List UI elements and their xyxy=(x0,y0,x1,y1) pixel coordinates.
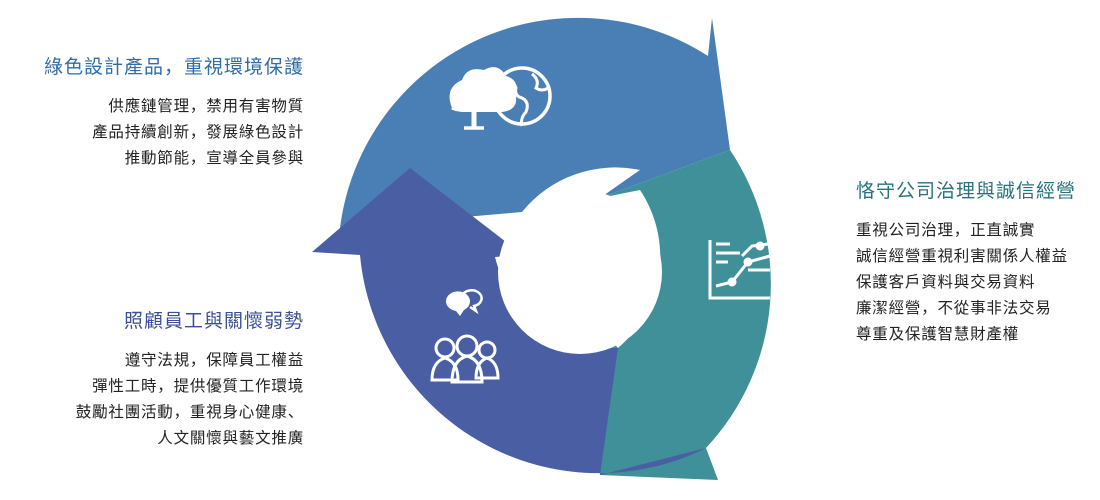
center-hole xyxy=(498,190,662,354)
governance-arrow xyxy=(580,150,771,480)
governance-line: 誠信經營重視利害關係人權益 xyxy=(856,247,1068,265)
governance-line: 廉潔經營，不從事非法交易 xyxy=(856,299,1052,317)
employees-heading: 照顧員工與關懷弱勢 xyxy=(123,310,304,332)
governance-heading: 恪守公司治理與誠信經營 xyxy=(856,180,1077,202)
rising-chart-icon xyxy=(708,240,771,300)
green-design-line: 產品持續創新，發展綠色設計 xyxy=(92,123,304,141)
green-design-line: 推動節能，宣導全員參與 xyxy=(124,149,304,167)
green-design-arrow xyxy=(340,17,730,228)
green-design-line: 供應鏈管理，禁用有害物質 xyxy=(108,97,304,115)
governance-line: 保護客戶資料與交易資料 xyxy=(856,273,1036,291)
employees-block: 照顧員工與關懷弱勢 遵守法規，保障員工權益 彈性工時，提供優質工作環境 鼓勵社團… xyxy=(20,306,304,451)
green-design-heading: 綠色設計產品，重視環境保護 xyxy=(43,56,304,78)
employees-line: 彈性工時，提供優質工作環境 xyxy=(92,377,304,395)
employees-arrow xyxy=(312,168,706,475)
green-design-block: 綠色設計產品，重視環境保護 供應鏈管理，禁用有害物質 產品持續創新，發展綠色設計… xyxy=(20,52,304,171)
people-chat-icon xyxy=(430,288,500,384)
tree-and-globe-icon xyxy=(449,66,552,130)
governance-line: 尊重及保護智慧財產權 xyxy=(856,325,1020,343)
employees-line: 人文關懷與藝文推廣 xyxy=(157,429,304,447)
employees-line: 鼓勵社團活動，重視身心健康、 xyxy=(75,403,304,421)
employees-line: 遵守法規，保障員工權益 xyxy=(124,351,304,369)
governance-block: 恪守公司治理與誠信經營 重視公司治理，正直誠實 誠信經營重視利害關係人權益 保護… xyxy=(856,176,1096,347)
governance-line: 重視公司治理，正直誠實 xyxy=(856,221,1036,239)
